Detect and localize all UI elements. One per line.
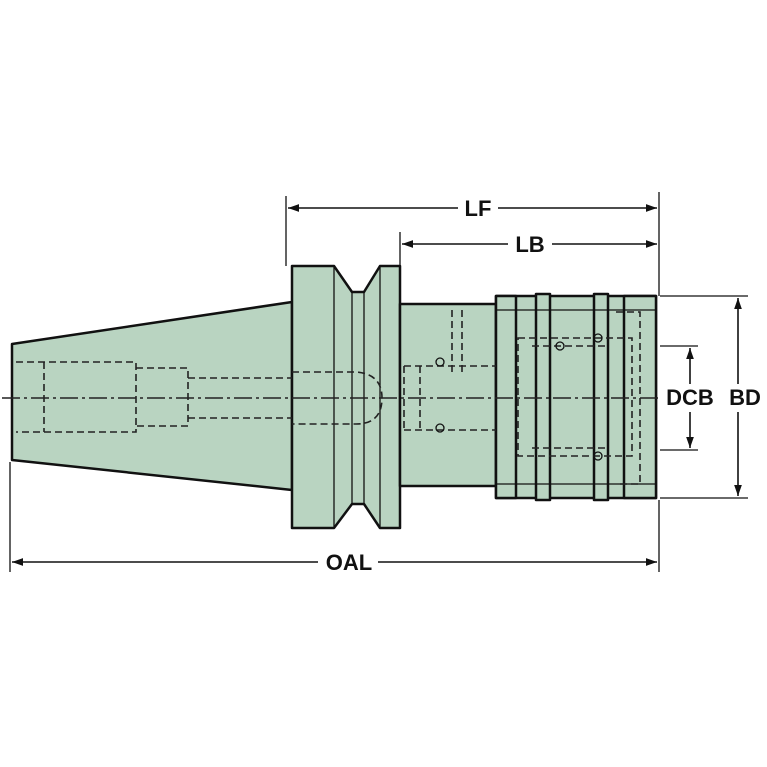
lf-label: LF	[465, 196, 492, 221]
dcb-label: DCB	[666, 385, 714, 410]
oal-label: OAL	[326, 550, 372, 575]
neck	[398, 302, 498, 488]
lb-label: LB	[515, 232, 544, 257]
bd-label: BD	[729, 385, 761, 410]
flange	[290, 264, 402, 530]
label-backgrounds	[318, 194, 766, 576]
taper-shank	[10, 300, 294, 492]
